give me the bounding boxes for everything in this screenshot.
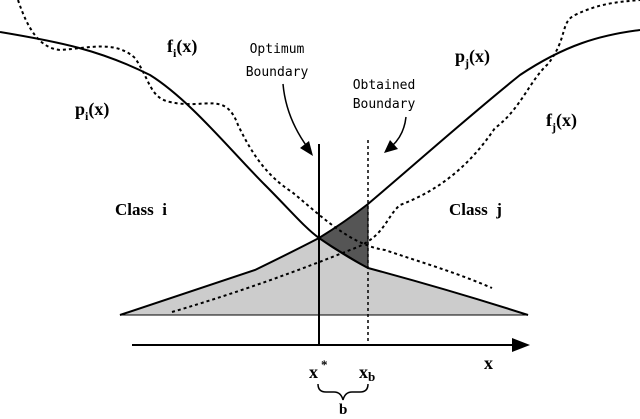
- f-j-label: fj(x): [546, 110, 577, 134]
- x-axis-arrowhead: [512, 338, 530, 352]
- f-i-label: fi(x): [167, 36, 197, 60]
- x-star-label: x*: [309, 357, 328, 382]
- optimum-pointer-arrowhead: [300, 141, 313, 156]
- x-b-label: xb: [359, 362, 375, 384]
- p-j-label: pj(x): [455, 46, 490, 70]
- obtained-label-line1: Obtained: [353, 78, 416, 93]
- f-j-curve: [171, 0, 640, 313]
- brace: [317, 383, 369, 401]
- x-axis-label: x: [484, 353, 493, 373]
- optimum-label-line1: Optimum: [250, 42, 305, 57]
- class-j-label: Class j: [449, 200, 502, 219]
- class-i-label: Class i: [115, 200, 167, 219]
- obtained-label-line2: Boundary: [353, 97, 416, 112]
- p-i-label: pi(x): [75, 99, 109, 123]
- optimum-pointer-arrow: [282, 83, 309, 149]
- p-j-curve: [119, 29, 640, 316]
- obtained-pointer-arrowhead: [384, 140, 398, 153]
- overlap-error-region: [119, 237, 529, 316]
- optimum-label-line2: Boundary: [246, 65, 309, 80]
- obtained-pointer-arrow: [391, 116, 407, 147]
- f-i-curve: [17, 0, 493, 289]
- p-i-curve: [0, 31, 529, 316]
- b-label: b: [339, 402, 347, 418]
